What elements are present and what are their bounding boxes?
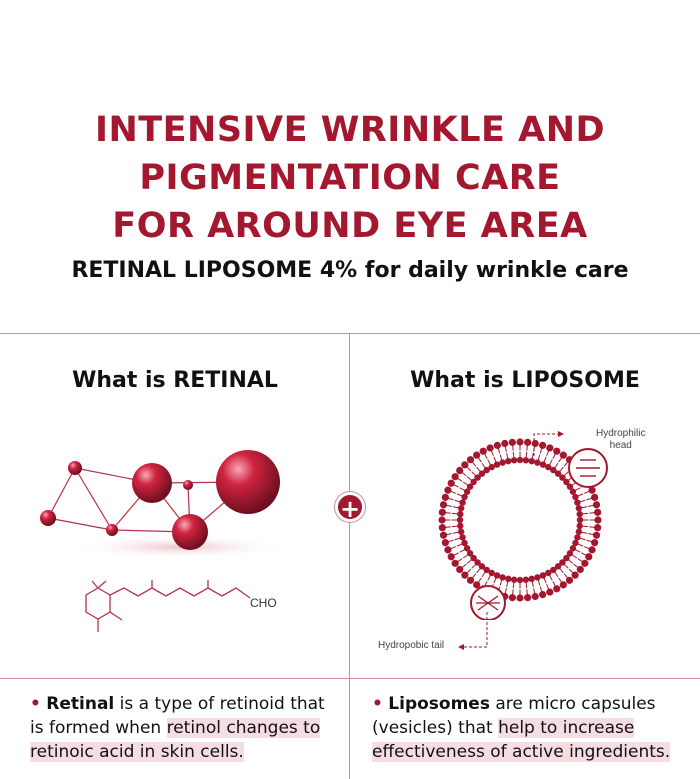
retinal-sphere <box>172 514 208 550</box>
subheading: RETINAL LIPOSOME 4% for daily wrinkle ca… <box>71 258 629 283</box>
hydrophilic-head-label: Hydrophilic head <box>596 428 646 451</box>
retinal-sphere <box>216 450 280 514</box>
headline-line-2: PIGMENTATION CARE <box>139 158 561 198</box>
headline-line-1: INTENSIVE WRINKLE AND <box>94 110 606 150</box>
retinal-description: • Retinal is a type of retinoid that is … <box>30 694 325 762</box>
plus-icon: + <box>335 492 365 523</box>
liposome-bilayer <box>438 438 602 602</box>
formula-label-cho: CHO <box>250 596 277 610</box>
hydrophobic-tail-label: Hydropobic tail <box>378 640 445 651</box>
headline-line-3: FOR AROUND EYE AREA <box>112 206 588 246</box>
divider-vertical <box>349 333 350 779</box>
tail-callout-arrow <box>458 612 488 650</box>
retinal-sphere <box>68 461 82 475</box>
divider-top <box>0 333 700 334</box>
retinal-title: What is RETINAL <box>72 368 278 393</box>
retinal-formula-diagram <box>85 580 251 632</box>
liposome-term: Liposomes <box>388 694 490 714</box>
retinal-term: Retinal <box>46 694 115 714</box>
bullet: • <box>372 694 383 714</box>
liposome-illustration <box>438 438 608 620</box>
retinal-sphere <box>132 463 172 503</box>
retinal-sphere <box>40 510 56 526</box>
divider-middle <box>0 678 700 679</box>
headline: INTENSIVE WRINKLE AND PIGMENTATION CARE … <box>0 106 700 250</box>
head-callout-arrow <box>533 431 564 458</box>
bullet: • <box>30 694 41 714</box>
retinal-molecule-illustration <box>40 450 290 559</box>
liposome-description: • Liposomes are micro capsules (vesicles… <box>372 694 671 762</box>
liposome-title: What is LIPOSOME <box>410 368 640 393</box>
retinal-sphere <box>183 480 193 490</box>
retinal-sphere <box>106 524 118 536</box>
